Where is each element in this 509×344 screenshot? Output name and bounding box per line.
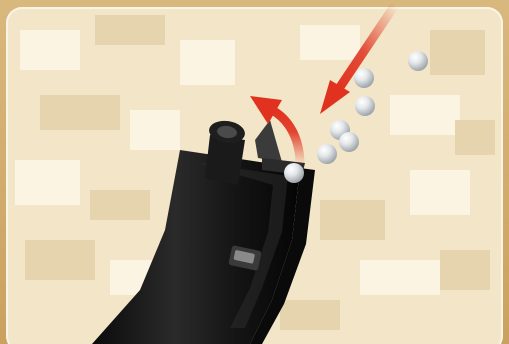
bb-pellet — [339, 132, 359, 152]
bb-pellet — [284, 163, 304, 183]
bb-pellet — [355, 96, 375, 116]
bb-pellet — [317, 144, 337, 164]
bb-pellet — [408, 51, 428, 71]
bb-pellet — [354, 68, 374, 88]
